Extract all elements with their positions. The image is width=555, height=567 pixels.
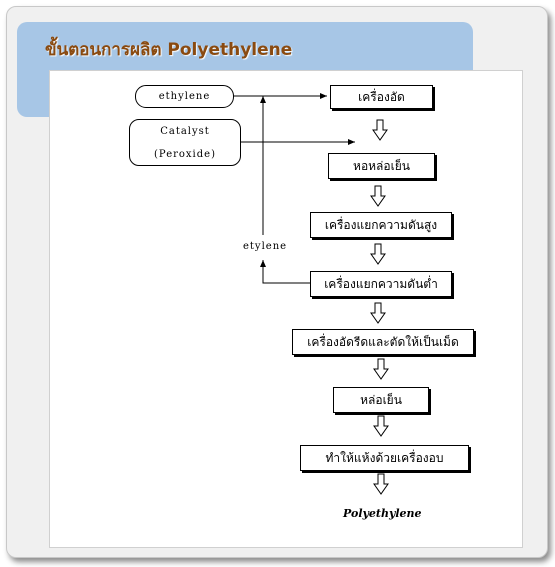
catalyst-label: Catalyst — [160, 126, 210, 137]
down-arrow-2 — [370, 185, 386, 207]
down-arrow-7 — [373, 473, 389, 495]
down-arrow-6 — [373, 415, 389, 437]
step-high-pressure-separator: เครื่องแยกความดันสูง — [310, 212, 452, 238]
ethylene-label: ethylene — [158, 91, 211, 102]
recycle-label: etylene — [243, 241, 288, 252]
down-arrow-1 — [372, 119, 388, 141]
step-compressor: เครื่องอัด — [330, 85, 433, 109]
page-title: ขั้นตอนการผลิต Polyethylene — [45, 40, 293, 60]
step-extruder-pelletizer: เครื่องอัดรีดและตัดให้เป็นเม็ด — [292, 329, 474, 355]
catalyst-input: Catalyst (Peroxide) — [129, 119, 241, 166]
product-label: Polyethylene — [343, 507, 422, 520]
peroxide-label: (Peroxide) — [154, 149, 216, 160]
step-cooling-tower: หอหล่อเย็น — [328, 153, 435, 179]
ethylene-input: ethylene — [135, 85, 234, 108]
step-dryer: ทำให้แห้งด้วยเครื่องอบ — [300, 445, 469, 471]
recycle-return-arrow — [260, 260, 310, 284]
down-arrow-3 — [370, 243, 386, 265]
down-arrow-4 — [370, 302, 386, 324]
step-low-pressure-separator: เครื่องแยกความดันต่ำ — [310, 271, 452, 297]
down-arrow-5 — [373, 358, 389, 380]
step-cooling: หล่อเย็น — [333, 387, 429, 413]
